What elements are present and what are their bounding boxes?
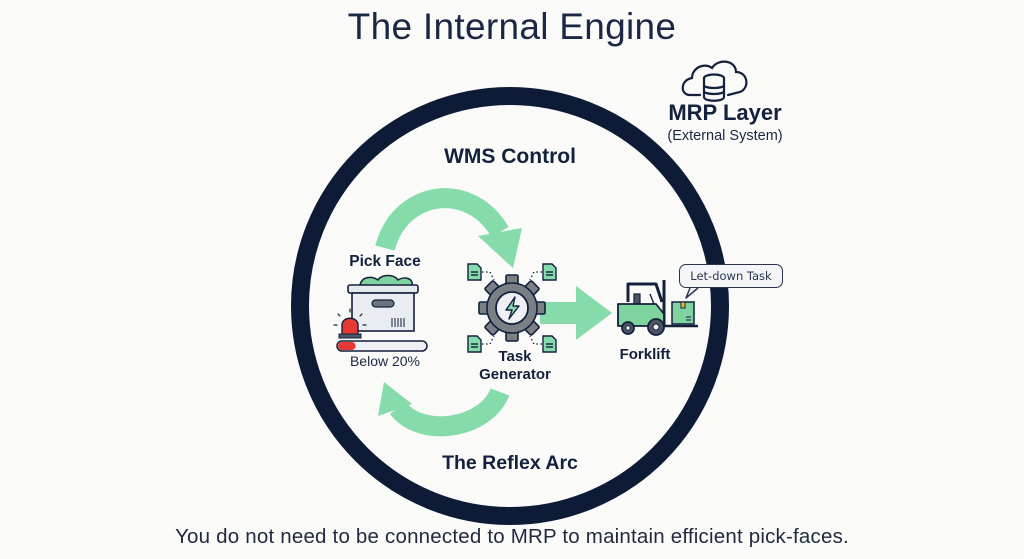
document-icon: [467, 263, 482, 281]
mrp-layer-title: MRP Layer: [668, 100, 782, 125]
document-icon: [542, 335, 557, 353]
diagram-title: The Internal Engine: [347, 6, 677, 47]
fill-level-bar: [336, 340, 428, 352]
footer-caption: You do not need to be connected to MRP t…: [175, 525, 849, 548]
fill-level-fill: [338, 342, 356, 350]
flow-arrow-task-to-pick: [378, 382, 510, 437]
let-down-task-bubble: Let-down Task: [679, 264, 783, 288]
wms-control-label: WMS Control: [444, 145, 576, 168]
task-generator-label: Task Generator: [460, 348, 570, 384]
pick-face-status: Below 20%: [349, 353, 421, 369]
document-icons: [467, 263, 557, 353]
gear-icon: [478, 274, 546, 342]
pick-face-label: Pick Face: [349, 253, 421, 270]
box-icon: [671, 301, 695, 325]
alarm-light-icon: [333, 308, 367, 339]
mrp-layer-subtitle: (External System): [667, 128, 783, 144]
flow-arrow-task-to-forklift: [540, 286, 612, 340]
document-icon: [542, 263, 557, 281]
task-generator-label-line1: Task: [498, 348, 532, 365]
task-generator-label-line2: Generator: [479, 366, 551, 383]
flow-arrow-pick-to-task: [375, 188, 522, 268]
cloud-database-icon: [681, 60, 748, 102]
speech-bubble-tail: [685, 287, 699, 299]
wms-boundary-ring: [291, 87, 729, 525]
document-icon: [467, 335, 482, 353]
lightning-icon: [505, 296, 520, 320]
forklift-label: Forklift: [619, 346, 671, 363]
forklift-icon: [617, 280, 698, 336]
storage-bin-icon: [347, 274, 419, 332]
reflex-arc-label: The Reflex Arc: [442, 452, 578, 474]
